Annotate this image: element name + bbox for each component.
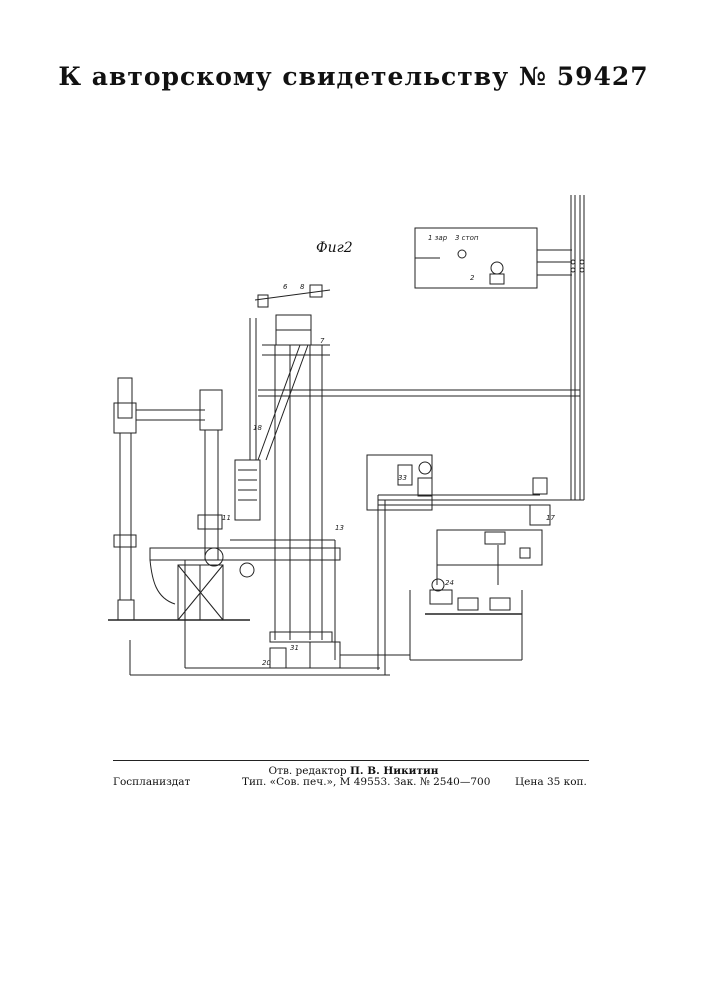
supply-lines xyxy=(540,195,584,500)
switch-label-3: 3 стоп xyxy=(455,234,479,242)
footer-rule xyxy=(113,760,589,761)
part-number-11: 11 xyxy=(222,514,231,522)
part-number-25: 24 xyxy=(445,579,454,587)
part-number-19: 18 xyxy=(253,424,262,432)
price: Цена 35 коп. xyxy=(515,776,587,788)
print-info: Тип. «Сов. печ.», М 49553. Зак. № 2540—7… xyxy=(242,776,490,788)
switch-label-1: 1 зар xyxy=(428,234,448,242)
part-number-21: 20 xyxy=(262,659,271,667)
figure-label: Фиг2 xyxy=(316,240,353,256)
part-number-33: 33 xyxy=(398,474,407,482)
part-number-8: 8 xyxy=(300,283,305,291)
part-number-31: 31 xyxy=(290,644,299,652)
electrical-block xyxy=(340,530,542,660)
part-number-17: 17 xyxy=(546,514,555,522)
part-number-2: 2 xyxy=(470,274,475,282)
part-number-7: 7 xyxy=(320,337,325,345)
part-number-13: 13 xyxy=(335,524,344,532)
publisher: Госпланиздат xyxy=(113,776,190,788)
machine-frame xyxy=(108,285,580,675)
part-number-6: 6 xyxy=(283,283,288,291)
